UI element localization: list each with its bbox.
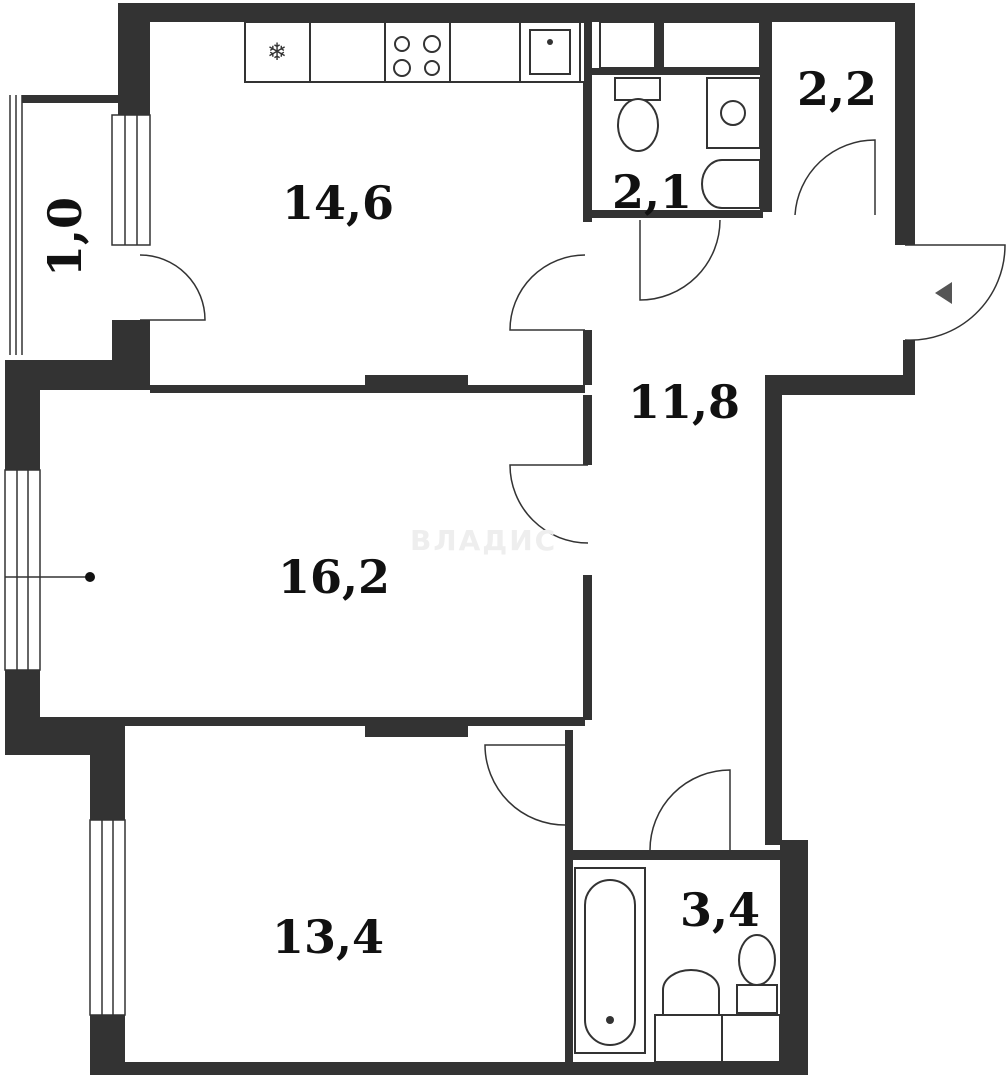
windows	[4, 95, 151, 1016]
room-area-bedroom: 13,4	[272, 910, 385, 964]
washbasin-icon	[662, 969, 720, 1016]
bathroom-fixtures	[574, 867, 781, 1063]
svg-text:❄: ❄	[267, 40, 287, 66]
doors	[139, 139, 1006, 851]
washbasin-icon	[701, 159, 761, 209]
wc-fixtures	[614, 77, 761, 209]
fridge-icon	[244, 21, 311, 83]
room-area-living-room: 16,2	[278, 550, 391, 604]
room-area-hall: 11,8	[628, 375, 741, 429]
room-area-balcony: 1,0	[38, 196, 93, 278]
room-area-wc: 2,1	[612, 165, 693, 219]
entrance-arrow-icon	[935, 282, 952, 304]
toilet-icon	[738, 934, 776, 986]
room-area-bathroom: 3,4	[680, 883, 761, 937]
kitchen-fixtures: ❄	[244, 21, 761, 83]
toilet-icon	[617, 98, 659, 152]
watermark: ВЛАДИС	[410, 524, 558, 557]
room-area-storage: 2,2	[797, 62, 878, 116]
walls	[5, 3, 915, 1075]
room-area-kitchen: 14,6	[282, 176, 395, 230]
